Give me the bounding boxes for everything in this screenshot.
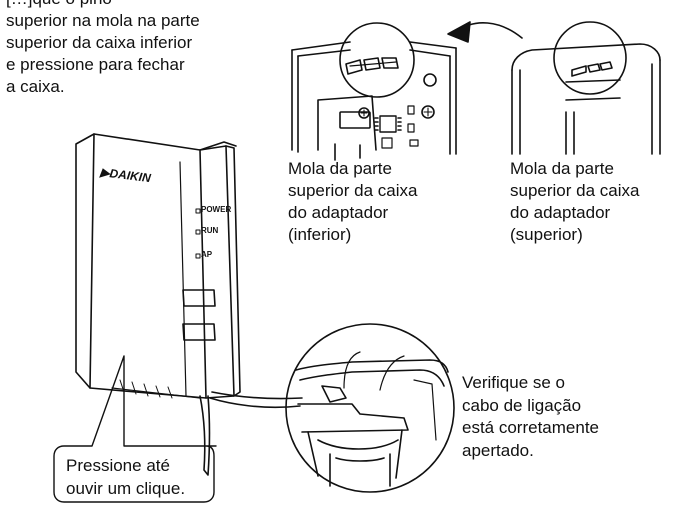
led-label-power: POWER: [201, 205, 232, 214]
label-line: do adaptador: [288, 203, 389, 222]
label-line: Mola da parte: [288, 159, 392, 178]
label-line: (superior): [510, 225, 583, 244]
led-label-ap: AP: [201, 250, 213, 259]
intro-line: e pressione para fechar: [6, 55, 185, 74]
label-line: do adaptador: [510, 203, 611, 222]
adapter-device-drawing: [75, 133, 303, 476]
intro-line: superior da caixa inferior: [6, 33, 193, 52]
note-line: apertado.: [462, 440, 534, 460]
note-line: cabo de ligação: [462, 395, 582, 415]
callout-line: Pressione até: [66, 456, 170, 475]
led-label-run: RUN: [201, 226, 219, 235]
press-callout-text: Pressione até ouvir um clique.: [66, 454, 216, 500]
intro-line: a caixa.: [6, 77, 65, 96]
note-line: Verifique se o: [462, 373, 566, 392]
label-line: superior da caixa: [288, 181, 418, 200]
label-line: (inferior): [288, 225, 352, 244]
brand-logo: ▶DAIKIN: [99, 165, 152, 185]
intro-line: […]que o pino: [6, 0, 246, 10]
note-line: está corretamente: [462, 418, 600, 437]
label-line: superior da caixa: [510, 181, 640, 200]
callout-bubble: [53, 355, 217, 503]
lower-case-spring-label: Mola da parte superior da caixa do adapt…: [288, 158, 468, 246]
label-line: Mola da parte: [510, 159, 614, 178]
upper-case-drawing: [511, 21, 661, 155]
lower-case-drawing: [291, 22, 457, 161]
cable-detail-drawing: [285, 323, 455, 493]
intro-instructions: […]que o pino superior na mola na parte …: [6, 0, 246, 98]
callout-line: ouvir um clique.: [66, 479, 186, 498]
intro-line: superior na mola na parte: [6, 11, 200, 30]
cable-check-note: Verifique se o cabo de ligação está corr…: [462, 372, 672, 462]
upper-case-spring-label: Mola da parte superior da caixa do adapt…: [510, 158, 670, 246]
